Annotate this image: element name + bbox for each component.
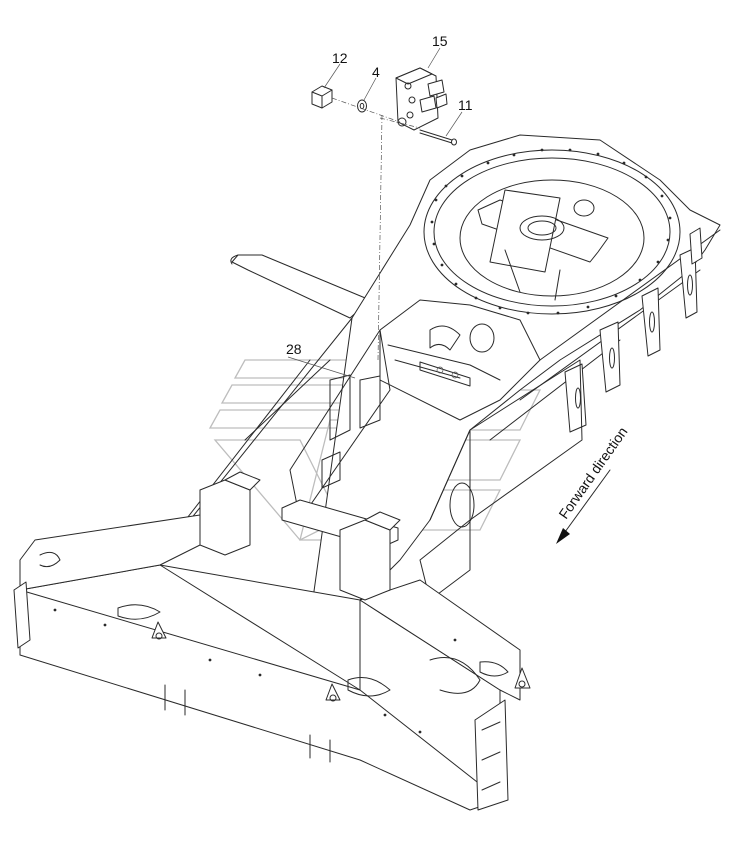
main-frame [169,134,721,621]
callout-12: 12 [332,50,348,66]
valve-assembly [395,67,448,131]
forward-direction-indicator: Forward direction [555,424,630,544]
boom-arm [230,254,371,319]
callout-28: 28 [286,341,302,357]
leader-lines [287,47,463,379]
ring-bolt-holes [430,148,672,315]
callout-11: 11 [458,97,473,113]
direction-arrow-head-icon [556,528,570,544]
bolt-part [419,129,457,146]
rear-crossbeam [13,514,531,811]
callout-15: 15 [432,33,448,49]
forward-direction-label: Forward direction [555,424,630,522]
assembly-centerlines [331,97,421,361]
mounting-posts [199,471,401,601]
nut-part [311,85,333,109]
callout-4: 4 [372,64,380,80]
washer-part [357,99,367,113]
direction-arrow-shaft [564,469,611,533]
